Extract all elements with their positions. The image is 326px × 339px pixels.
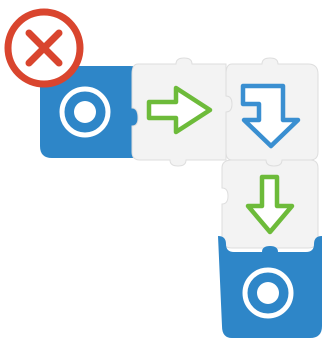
arrow-tile-turn-down[interactable] [226,58,318,166]
arrow-tile-down[interactable] [222,160,318,248]
end-tile[interactable] [218,236,322,338]
arrow-tile-right[interactable] [132,58,232,166]
error-x-icon [8,12,80,84]
